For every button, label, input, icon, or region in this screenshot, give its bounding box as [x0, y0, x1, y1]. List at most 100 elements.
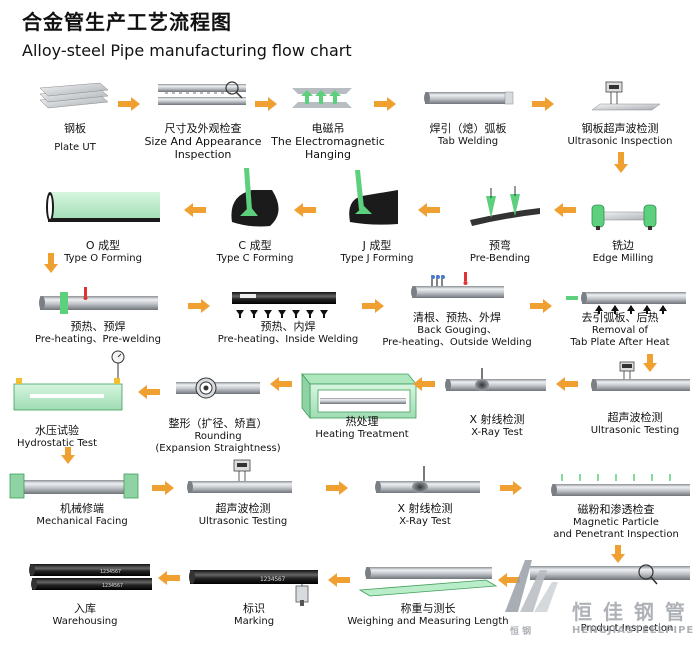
step-cn: 水压试验	[35, 424, 79, 437]
arrow-left	[413, 377, 435, 391]
step-cn: 清根、预热、外焊	[412, 311, 501, 324]
step-tab-removal: 去引弧板、后热 Removal of Tab Plate After Heat	[570, 311, 670, 349]
step-en: Ultrasonic Inspection	[567, 135, 673, 147]
chart-title-cn: 合金管生产工艺流程图	[22, 10, 232, 34]
step-en: Ultrasonic Testing	[198, 515, 288, 527]
heat-treatment-illustration	[301, 372, 417, 420]
arrow-right	[532, 97, 554, 111]
pipe-ultrasonic-illustration-2	[187, 459, 292, 493]
weighing-illustration	[358, 567, 498, 597]
flow-arrows	[44, 97, 657, 587]
outside-welding-illustration	[411, 272, 504, 298]
arrow-left	[554, 203, 576, 217]
watermark-en: HENGJIASTEELPIPE	[572, 625, 695, 636]
arrow-right	[188, 299, 210, 313]
pre-welding-illustration	[39, 287, 158, 314]
chart-title-en: Alloy-steel Pipe manufacturing flow char…	[22, 41, 352, 60]
plate-ultrasonic-illustration	[591, 81, 661, 111]
step-en: Plate UT	[54, 141, 96, 153]
step-en2: Inspection	[174, 147, 232, 161]
o-forming-illustration	[46, 192, 160, 222]
arrow-down	[61, 447, 75, 464]
step-en: Pre-heating、Inside Welding	[217, 333, 359, 345]
step-cn: J 成型	[362, 239, 392, 252]
step-electromagnetic-hanging: 电磁吊 The Electromagnetic Hanging	[271, 122, 385, 162]
step-en: Ultrasonic Testing	[590, 424, 680, 436]
arrow-right	[118, 97, 140, 111]
step-o-forming: O 成型 Type O Forming	[64, 239, 142, 265]
step-en: Product Inspection	[580, 623, 674, 634]
xray-illustration-2	[375, 466, 480, 493]
step-en2: (Expansion Straightness)	[155, 442, 281, 454]
step-cn: 尺寸及外观检查	[164, 122, 242, 135]
step-en: Marking	[233, 615, 275, 627]
electromagnetic-hanging-illustration	[292, 88, 352, 108]
step-rounding: 整形（扩径、矫直） Rounding (Expansion Straightne…	[155, 417, 281, 455]
step-cn: 去引弧板、后热	[581, 311, 659, 324]
step-en: Type J Forming	[340, 252, 414, 264]
pre-bending-illustration	[470, 186, 540, 226]
arrow-left	[158, 571, 180, 585]
step-plate-ut: 钢板 Plate UT	[54, 122, 96, 154]
c-forming-illustration	[231, 168, 279, 227]
step-outside-welding: 清根、预热、外焊 Back Gouging、 Pre-heating、Outsi…	[382, 311, 531, 349]
arrow-left	[294, 203, 316, 217]
arrow-down	[614, 152, 628, 173]
arrow-right	[152, 481, 174, 495]
step-xray-2: X 射线检测 X-Ray Test	[397, 502, 452, 528]
step-pre-welding: 预热、预焊 Pre-heating、Pre-welding	[35, 320, 161, 346]
step-cn: 热处理	[345, 415, 379, 428]
arrow-left	[270, 377, 292, 391]
step-en: Magnetic Particle	[573, 516, 659, 528]
step-en: Tab Welding	[437, 135, 499, 147]
step-size-appearance: 尺寸及外观检查 Size And Appearance Inspection	[144, 122, 262, 162]
step-en: The Electromagnetic	[271, 134, 385, 148]
arrow-left	[556, 377, 578, 391]
plate-stack-illustration	[39, 82, 109, 109]
rounding-illustration	[176, 377, 260, 399]
warehouse-code-2: 1234567	[102, 583, 123, 589]
step-cn: 超声波检测	[607, 411, 663, 424]
step-magnetic-particle: 磁粉和渗透检查 Magnetic Particle and Penetrant …	[553, 503, 679, 541]
step-warehousing: 入库 Warehousing	[53, 602, 118, 628]
tab-removal-illustration	[566, 292, 686, 314]
step-en2: Tab Plate After Heat	[570, 336, 670, 348]
step-cn: 电磁吊	[311, 122, 345, 135]
warehouse-code-1: 1234567	[100, 569, 121, 575]
step-en: Type O Forming	[64, 252, 142, 264]
step-en: X-Ray Test	[471, 426, 523, 438]
step-en: Mechanical Facing	[36, 515, 128, 527]
step-cn: X 射线检测	[469, 413, 525, 426]
step-en: Heating Treatment	[315, 428, 409, 440]
arrow-right	[255, 97, 277, 111]
step-marking: 标识 Marking	[233, 602, 275, 628]
step-cn: 预热、预焊	[70, 320, 126, 333]
step-mechanical-facing: 机械修端 Mechanical Facing	[36, 502, 128, 528]
warehousing-illustration: 1234567 1234567	[29, 564, 152, 590]
arrow-right	[326, 481, 348, 495]
arrow-down	[44, 253, 58, 273]
edge-milling-illustration	[591, 204, 657, 230]
step-cn: 整形（扩径、矫直）	[168, 417, 268, 430]
arrow-right	[500, 481, 522, 495]
watermark-small-cn: 恒 钢	[510, 627, 532, 637]
step-en2: Hanging	[305, 147, 351, 161]
size-inspection-illustration	[158, 81, 246, 105]
marking-illustration: 1234567	[189, 570, 318, 606]
step-en: Size And Appearance	[144, 134, 262, 148]
step-cn: 铣边	[612, 239, 634, 252]
step-cn: 预弯	[489, 239, 511, 252]
arrow-left	[138, 385, 160, 399]
j-forming-illustration	[349, 170, 398, 225]
step-en: Edge Milling	[592, 252, 654, 264]
watermark-cn: 恒 佳 钢 管	[572, 600, 687, 624]
step-product-inspection: Product Inspection	[581, 623, 674, 635]
step-xray-1: X 射线检测 X-Ray Test	[469, 413, 525, 439]
arrow-down	[611, 545, 625, 563]
step-cn: 超声波检测	[215, 502, 271, 515]
step-tab-welding: 焊引（熄）弧板 Tab Welding	[430, 122, 507, 148]
step-cn: 磁粉和渗透检查	[577, 503, 655, 516]
step-plate-ultrasonic: 钢板超声波检测 Ultrasonic Inspection	[567, 122, 673, 148]
